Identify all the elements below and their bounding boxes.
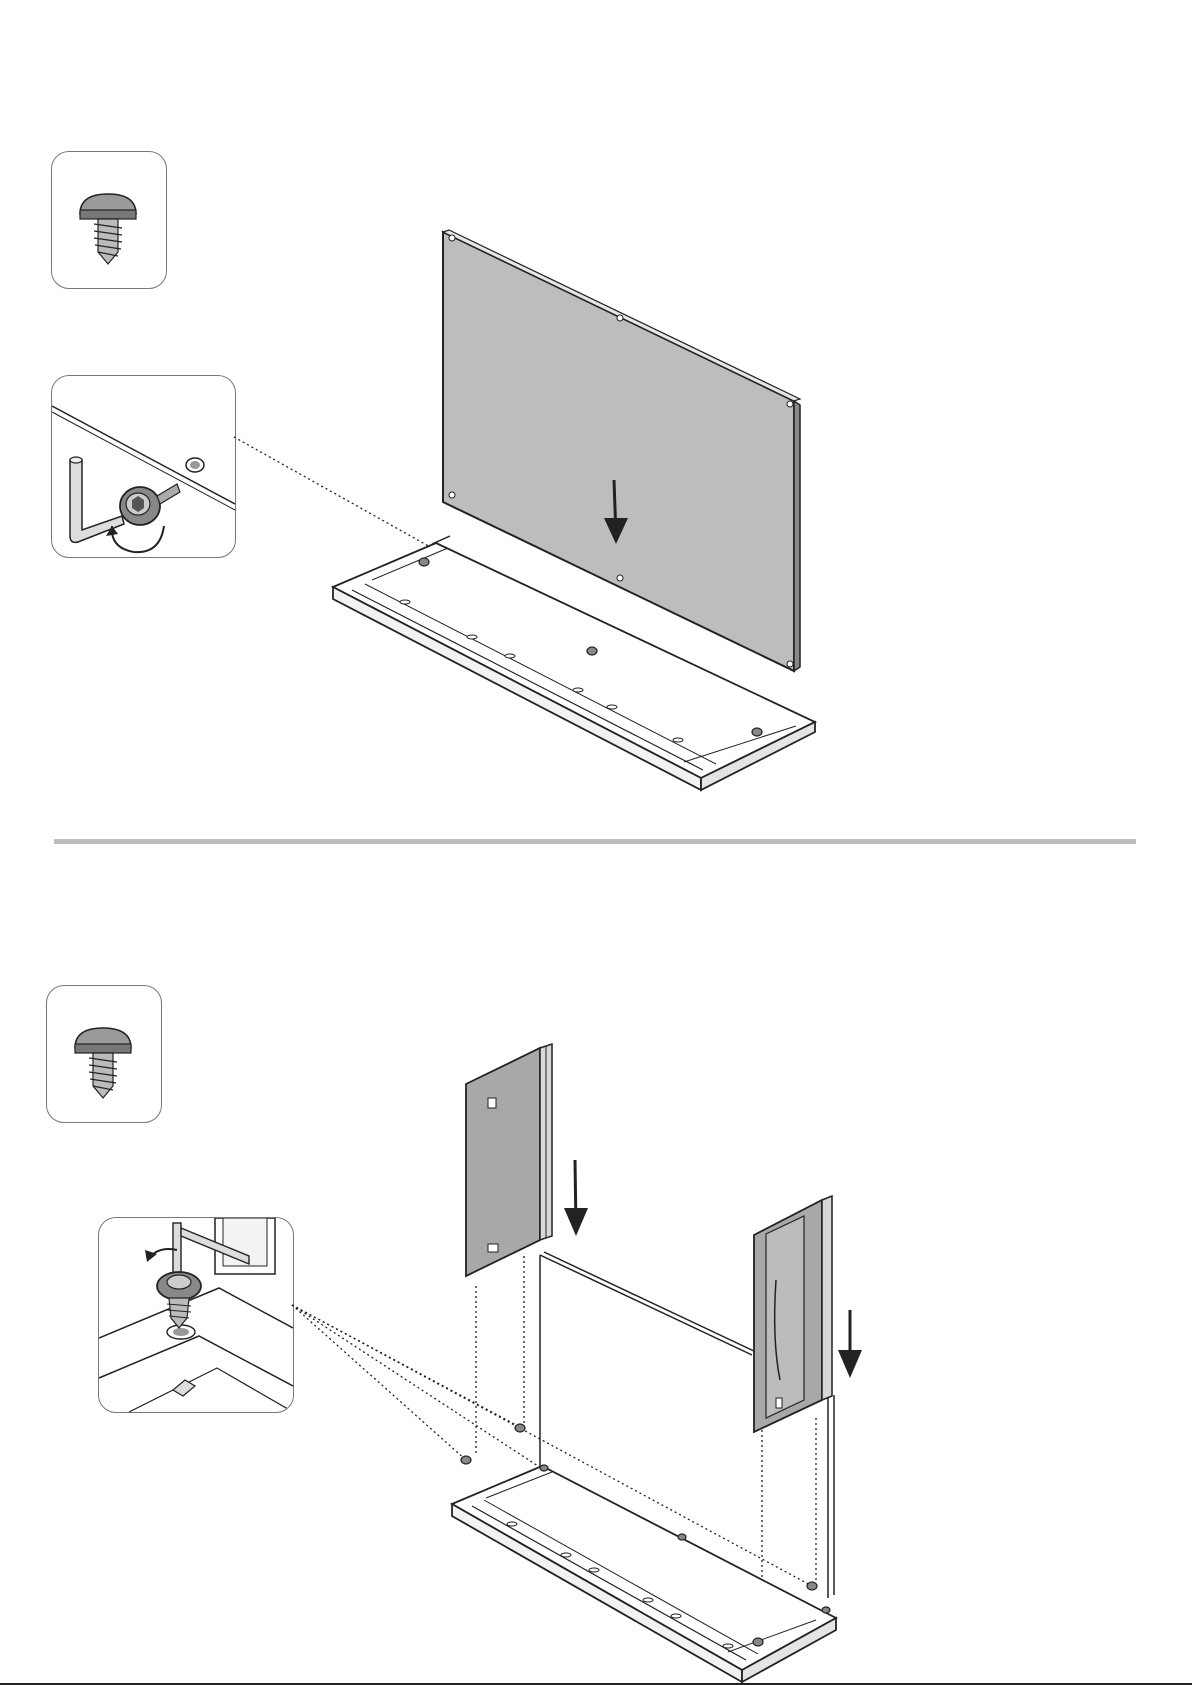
step2-drawing — [0, 840, 1192, 1685]
base-frame — [452, 1466, 836, 1682]
left-side-panel — [466, 1044, 552, 1276]
down-arrow-icon — [838, 1310, 862, 1378]
right-side-panel — [754, 1196, 832, 1432]
step1-drawing — [0, 0, 1192, 840]
down-arrow-icon — [564, 1160, 588, 1236]
